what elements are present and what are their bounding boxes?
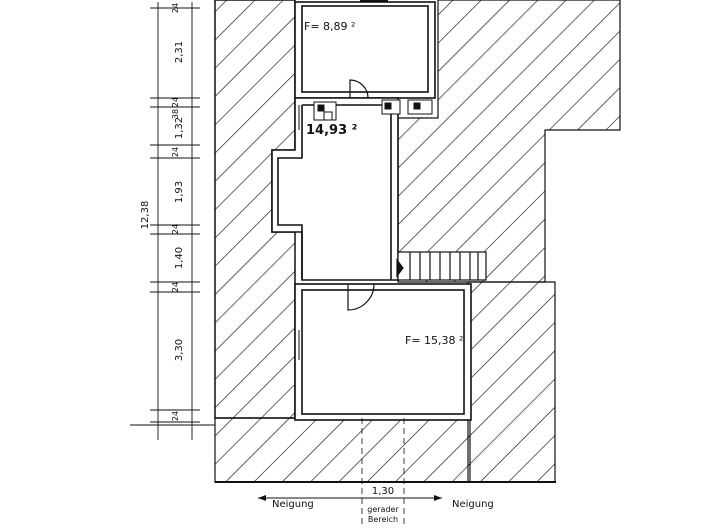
fixtures — [298, 99, 433, 360]
dim-11: 3,30 — [174, 339, 185, 361]
dim-12: 24 — [171, 411, 180, 421]
dim-1: 24 — [171, 3, 180, 13]
neigung-right: Neigung — [452, 499, 494, 510]
gerader-label: gerader — [367, 505, 399, 514]
dim-2: 2,31 — [174, 41, 185, 63]
dim-8: 24 — [171, 224, 180, 234]
bottom-width: 1,30 — [372, 486, 394, 497]
bottom-annotation: 1,30 Neigung Neigung gerader Bereich — [258, 486, 494, 524]
reference-lines — [361, 282, 556, 525]
room-upper-area: F= 8,89 ² — [304, 20, 355, 33]
room-lower-area: F= 15,38 ² — [405, 334, 463, 347]
dimension-chain — [130, 2, 215, 440]
room-middle-area: 14,93 ² — [306, 123, 357, 138]
dim-6: 24 — [171, 147, 180, 157]
dim-4: 1,32 — [174, 117, 185, 139]
bereich-label: Bereich — [368, 515, 398, 524]
dim-9: 1,40 — [174, 247, 185, 269]
doors — [347, 0, 388, 311]
neigung-left: Neigung — [272, 499, 314, 510]
dim-10: 24 — [171, 282, 180, 292]
dim-7: 1,93 — [174, 181, 185, 203]
dimension-labels: 12,38 24 2,31 24 1,32 38 24 1,93 24 1,40… — [140, 3, 185, 421]
exterior-stair — [396, 251, 487, 281]
dim-3: 24 — [171, 97, 180, 107]
hatched-terrain — [214, 0, 621, 483]
dim-5: 38 — [171, 109, 180, 119]
room-labels: F= 8,89 ² 14,93 ² F= 15,38 ² — [304, 20, 463, 347]
dim-total: 12,38 — [140, 201, 151, 230]
